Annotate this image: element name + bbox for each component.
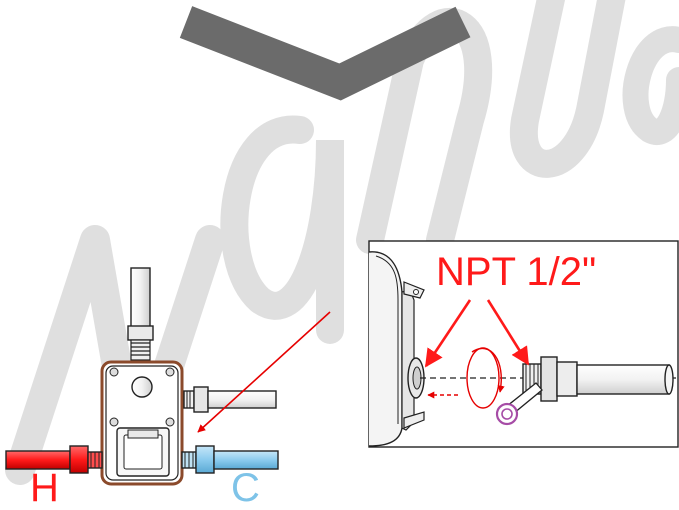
screw-icon bbox=[165, 417, 175, 427]
rotate-icon bbox=[466, 347, 505, 409]
cold-label: C bbox=[231, 466, 260, 510]
watermark-letter-u bbox=[509, 0, 626, 178]
watermark-letter-m bbox=[5, 225, 225, 485]
valve-port-circle bbox=[131, 376, 153, 398]
hot-pipe bbox=[5, 445, 103, 474]
chevron-down-icon bbox=[179, 6, 471, 101]
watermark-letter-a bbox=[220, 115, 344, 344]
threaded-port-inner bbox=[412, 366, 422, 390]
hot-label: H bbox=[30, 466, 59, 510]
right-top-pipe bbox=[183, 386, 277, 413]
valve-assembly bbox=[5, 267, 331, 486]
valve-cartridge-tab bbox=[127, 429, 159, 439]
top-pipe bbox=[130, 267, 151, 329]
watermark-letter-a2 bbox=[622, 26, 679, 145]
top-pipe-thread bbox=[130, 339, 151, 361]
valve-cartridge-inner bbox=[123, 434, 163, 470]
screw-icon bbox=[165, 367, 175, 377]
mounting-hole bbox=[413, 289, 419, 295]
cold-pipe bbox=[181, 445, 279, 474]
washer-tool bbox=[495, 382, 543, 426]
pipe-fitting bbox=[522, 356, 674, 402]
pointer-arrow bbox=[197, 311, 331, 433]
screw-icon bbox=[109, 367, 119, 377]
npt-arrow-right bbox=[486, 299, 530, 366]
npt-size-label: NPT 1/2" bbox=[436, 250, 597, 294]
top-pipe-nut bbox=[127, 325, 154, 341]
detail-panel bbox=[368, 240, 679, 448]
valve-side-edge bbox=[375, 255, 399, 424]
npt-arrow-left bbox=[424, 299, 472, 368]
screw-icon bbox=[109, 417, 119, 427]
mounting-tab bbox=[403, 411, 425, 429]
